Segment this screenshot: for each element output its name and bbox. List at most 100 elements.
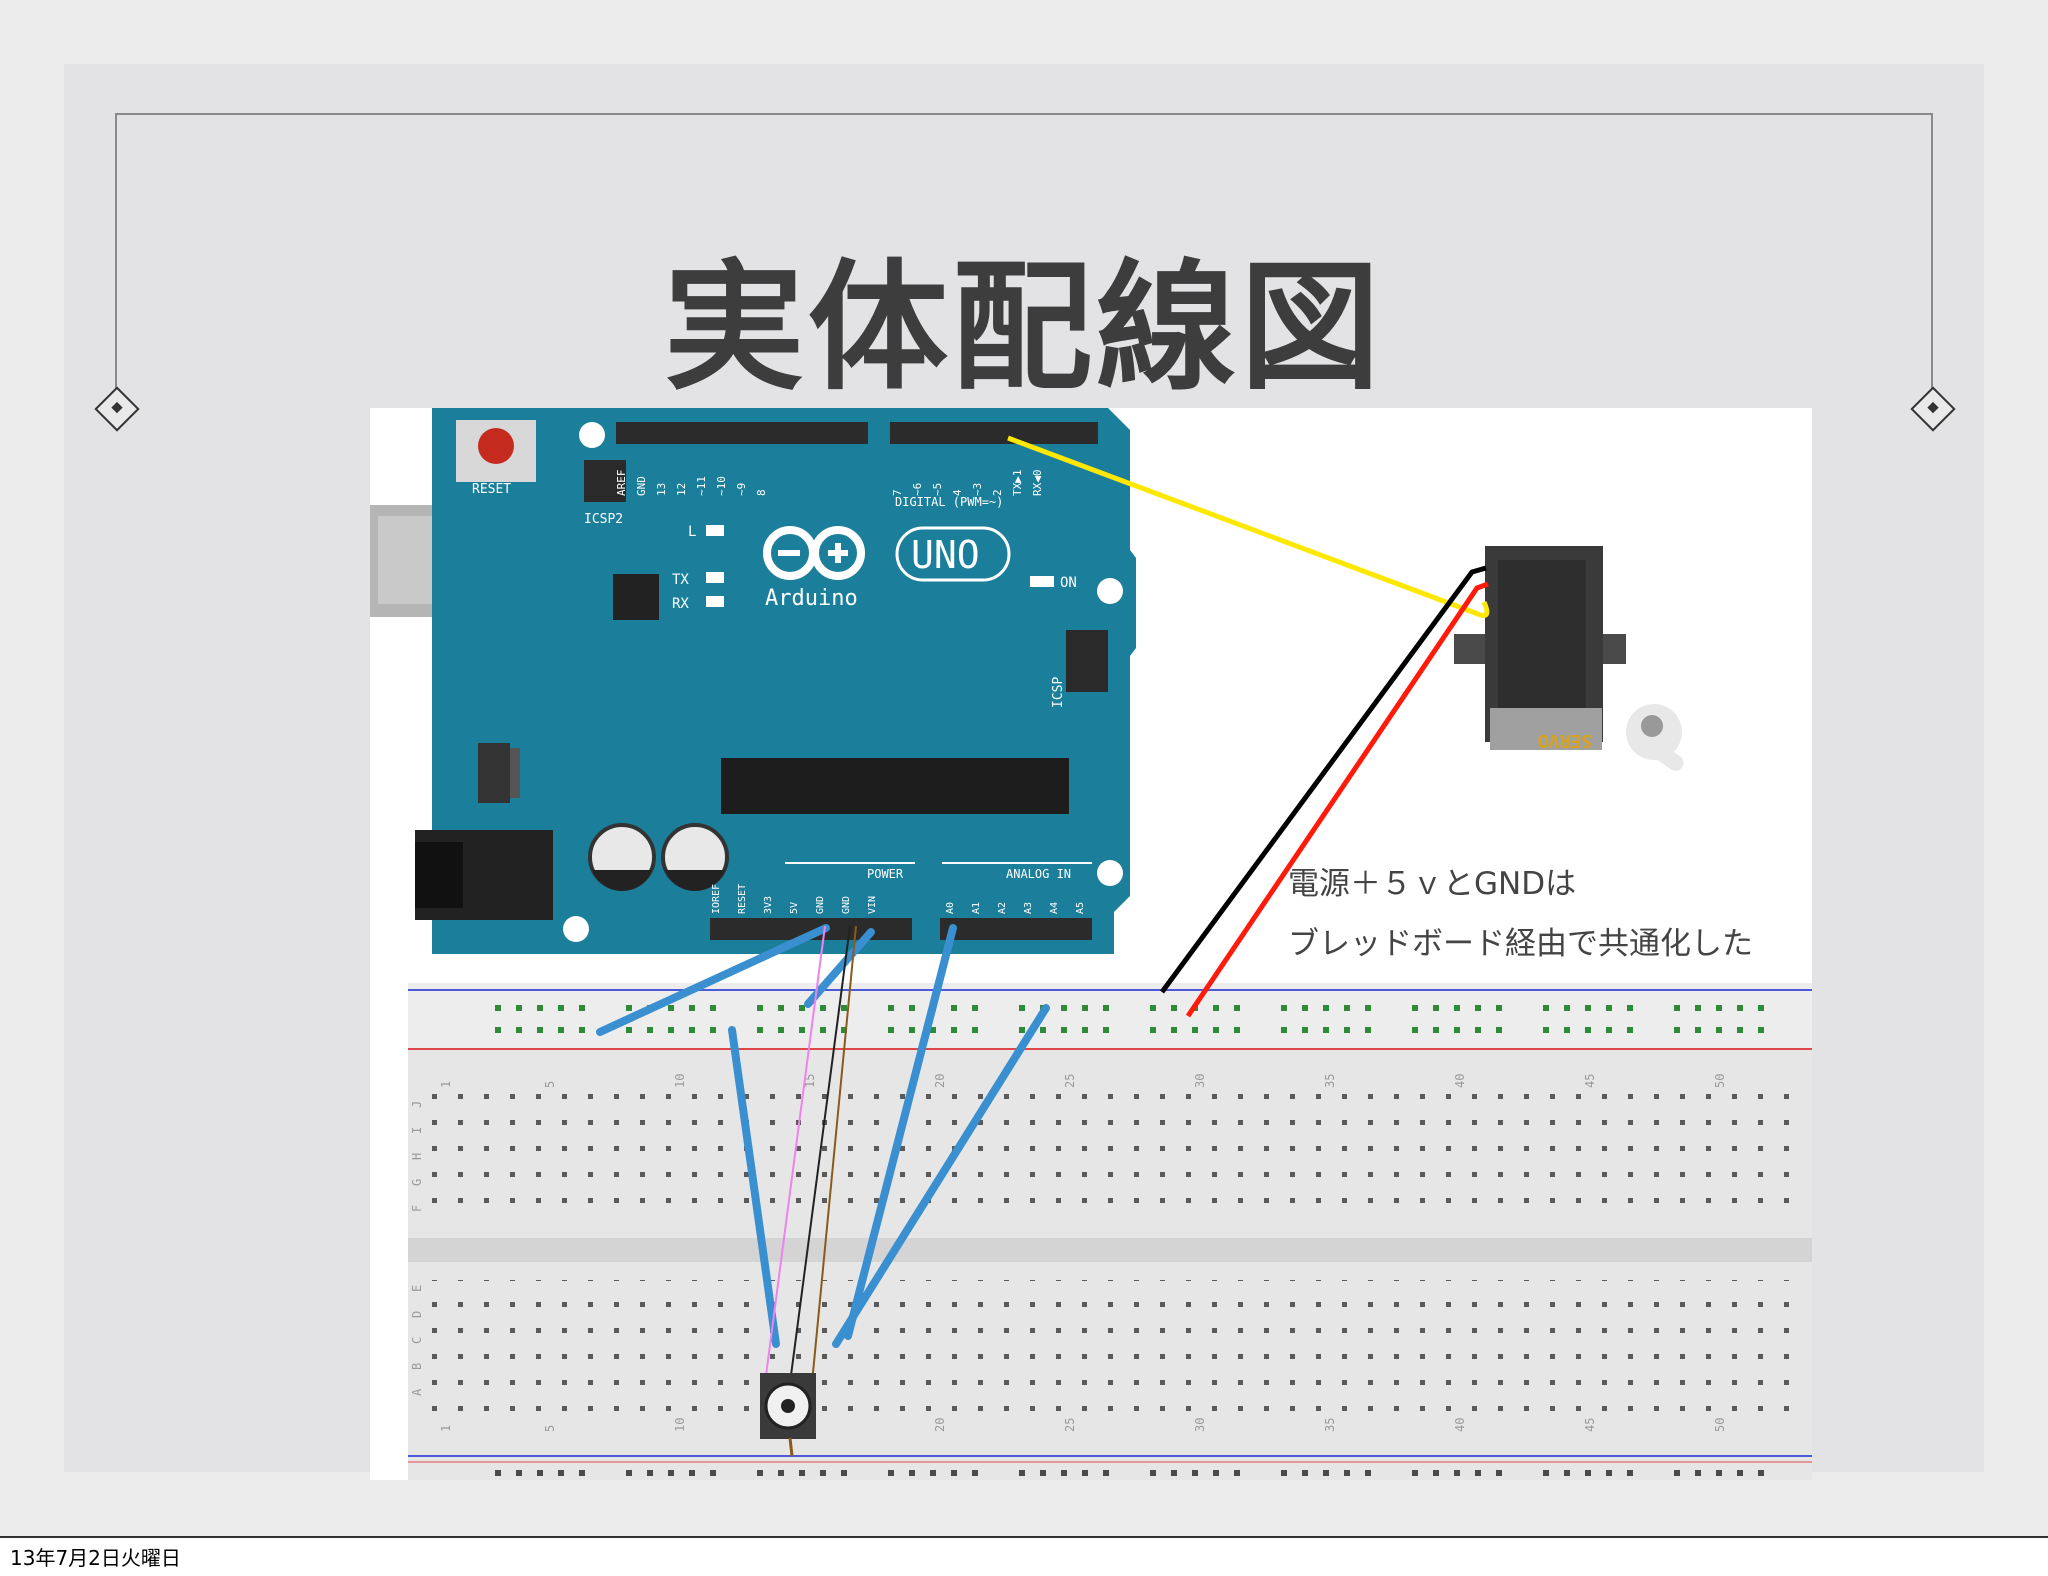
rail-hole [1061,1027,1067,1033]
rail-hole [710,1470,716,1476]
rail-hole [1695,1470,1701,1476]
rail-hole [820,1470,826,1476]
led-l-label: L [688,524,696,540]
usb-chip [613,574,659,620]
rail-hole [689,1005,695,1011]
capacitor-right-band [665,870,725,891]
potentiometer-pin [788,1437,794,1457]
rail-hole [799,1027,805,1033]
row-letter: C [410,1337,424,1344]
rail-hole [1564,1470,1570,1476]
signal-wire [1007,435,1490,618]
rail-hole [1171,1470,1177,1476]
uno-logo-frame [895,526,1011,582]
rail-hole [1737,1027,1743,1033]
rail-hole [1344,1005,1350,1011]
mount-hole-top [579,422,605,448]
rail-hole [1302,1005,1308,1011]
digital-pin-label: RX◀0 [1031,470,1044,497]
rail-hole [1412,1027,1418,1033]
rail-hole [1365,1005,1371,1011]
rail-hole [558,1005,564,1011]
digital-pin-label: 8 [755,489,768,496]
rail-hole [1606,1005,1612,1011]
rail-hole [1543,1005,1549,1011]
rail-hole [1674,1027,1680,1033]
rail-hole [579,1027,585,1033]
jumper-wire-rail-vcc [728,1026,780,1348]
rail-hole [1716,1027,1722,1033]
rail-hole [1323,1470,1329,1476]
rail-hole [1412,1005,1418,1011]
rail-hole [1412,1470,1418,1476]
rail-hole [888,1005,894,1011]
rail-hole [1082,1005,1088,1011]
analog-pin-label: A1 [971,902,982,914]
power-wire [1185,581,1489,1018]
rail-hole [1716,1470,1722,1476]
servo-motor: SERVO [1454,546,1684,771]
rail-hole [626,1470,632,1476]
rail-hole [558,1027,564,1033]
rail-hole [516,1470,522,1476]
rail-hole [1543,1470,1549,1476]
column-number: 20 [933,1418,947,1432]
hole-field-lower [430,1280,1800,1412]
rail-hole [1103,1470,1109,1476]
power-pin-label: 5V [789,902,800,914]
rail-hole [888,1027,894,1033]
rail-hole [1103,1005,1109,1011]
led-on-label: ON [1060,575,1077,591]
analog-pin-label: A5 [1075,902,1086,914]
rail-hole [909,1005,915,1011]
rail-hole [841,1470,847,1476]
pot-lead-wiper [811,925,857,1384]
rail-hole [1365,1470,1371,1476]
frame-top-line [115,113,1933,115]
rail-hole [516,1005,522,1011]
digital-pin-label: ~9 [735,483,748,496]
column-number: 35 [1323,1074,1337,1088]
row-letter: I [410,1127,424,1134]
power-header [710,918,912,940]
led-rx-label: RX [672,596,689,612]
rail-hole [1019,1027,1025,1033]
jumper-wire-rail-gnd [832,1004,1050,1348]
rail-hole [1192,1027,1198,1033]
wires [596,435,1490,1384]
microcontroller-chip [721,758,1069,814]
digital-pin-label: ~11 [695,476,708,496]
rail-hole [1606,1027,1612,1033]
digital-pin-label: AREF [615,470,628,497]
column-number: 10 [673,1418,687,1432]
servo-label-plate [1490,708,1602,750]
rail-hole [537,1005,543,1011]
column-number: 40 [1453,1074,1467,1088]
led-on [1030,576,1054,587]
hole-field-upper [430,1088,1800,1220]
rail-hole [778,1027,784,1033]
rail-hole [1150,1470,1156,1476]
rail-hole [1585,1470,1591,1476]
rail-hole [1171,1005,1177,1011]
icsp-header [1066,630,1108,692]
row-letter: H [410,1153,424,1160]
rail-hole [1234,1027,1240,1033]
rail-hole [1344,1470,1350,1476]
power-pin-label: RESET [737,884,748,914]
rail-hole [710,1005,716,1011]
rail-hole [1150,1005,1156,1011]
rail-hole [778,1470,784,1476]
rail-hole [1564,1027,1570,1033]
rail-hole [1040,1470,1046,1476]
column-number: 25 [1063,1418,1077,1432]
digital-pin-label: ~3 [971,483,984,496]
rail-hole [537,1027,543,1033]
rail-hole [841,1005,847,1011]
footer-date: 13年7月2日火曜日 [10,1546,181,1570]
led-l [706,525,724,536]
rail-hole [1606,1470,1612,1476]
